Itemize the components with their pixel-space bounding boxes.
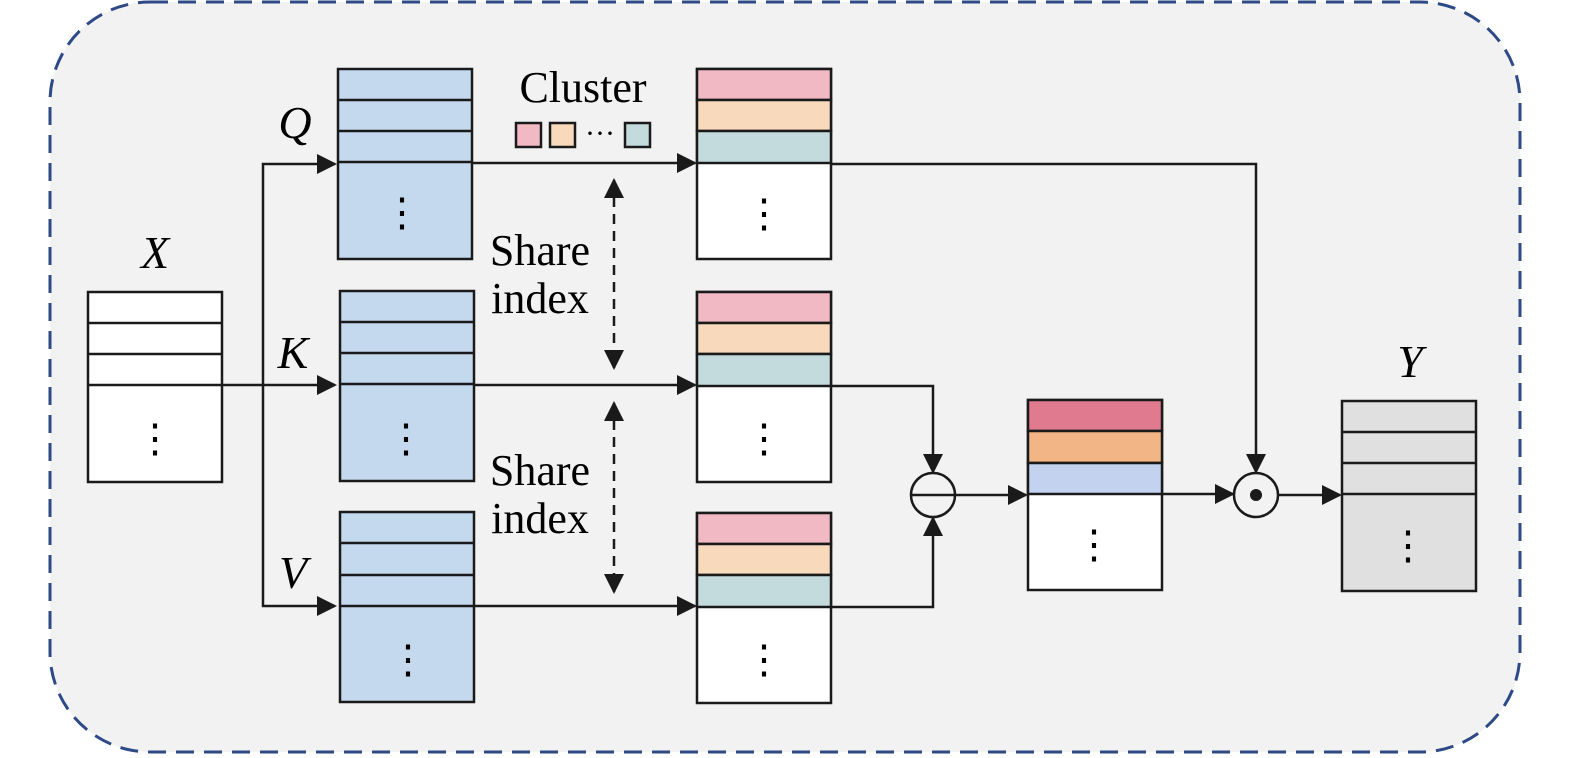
v-label: V — [279, 547, 312, 598]
merge-lines — [831, 384, 943, 609]
combine-operator — [909, 471, 957, 519]
clustered-k-ellipsis: ⋮ — [744, 416, 784, 461]
cluster-legend — [514, 121, 652, 149]
clustered-q-ellipsis: ⋮ — [744, 191, 784, 236]
projection-to-cluster-arrows — [472, 153, 697, 616]
x-ellipsis: ⋮ — [135, 416, 175, 461]
share-index-bottom-line2: index — [491, 494, 589, 543]
share-index-top-line2: index — [491, 274, 589, 323]
clustered-v-ellipsis: ⋮ — [744, 637, 784, 682]
clustered-q-matrix: ⋮ — [695, 67, 833, 261]
x-matrix: ⋮ — [86, 290, 224, 484]
v-ellipsis: ⋮ — [388, 637, 428, 682]
x-label: X — [139, 227, 171, 278]
merged-ellipsis: ⋮ — [1074, 522, 1114, 567]
v-matrix: ⋮ — [338, 510, 476, 704]
cluster-ellipsis: ··· — [585, 117, 615, 150]
clustered-k-matrix: ⋮ — [695, 290, 833, 484]
product-operator — [1232, 471, 1280, 519]
clustered-v-matrix: ⋮ — [695, 511, 833, 705]
share-index-top-line1: Share — [490, 226, 590, 275]
q-to-product-line — [831, 162, 1266, 474]
q-matrix: ⋮ — [336, 67, 474, 261]
k-matrix: ⋮ — [338, 289, 476, 483]
q-ellipsis: ⋮ — [382, 190, 422, 235]
k-ellipsis: ⋮ — [386, 416, 426, 461]
k-label: K — [277, 327, 311, 378]
y-matrix: ⋮ — [1340, 399, 1478, 593]
share-index-bottom-line1: Share — [490, 446, 590, 495]
y-label: Y — [1397, 336, 1427, 387]
cluster-label: Cluster — [519, 63, 646, 112]
cluster-swatch-pink — [514, 121, 543, 149]
cluster-swatch-peach — [548, 121, 577, 149]
q-label: Q — [278, 97, 311, 148]
y-ellipsis: ⋮ — [1388, 523, 1428, 568]
x-branch-lines — [222, 154, 337, 616]
cluster-swatch-teal — [623, 121, 652, 149]
merged-matrix: ⋮ — [1026, 398, 1164, 592]
